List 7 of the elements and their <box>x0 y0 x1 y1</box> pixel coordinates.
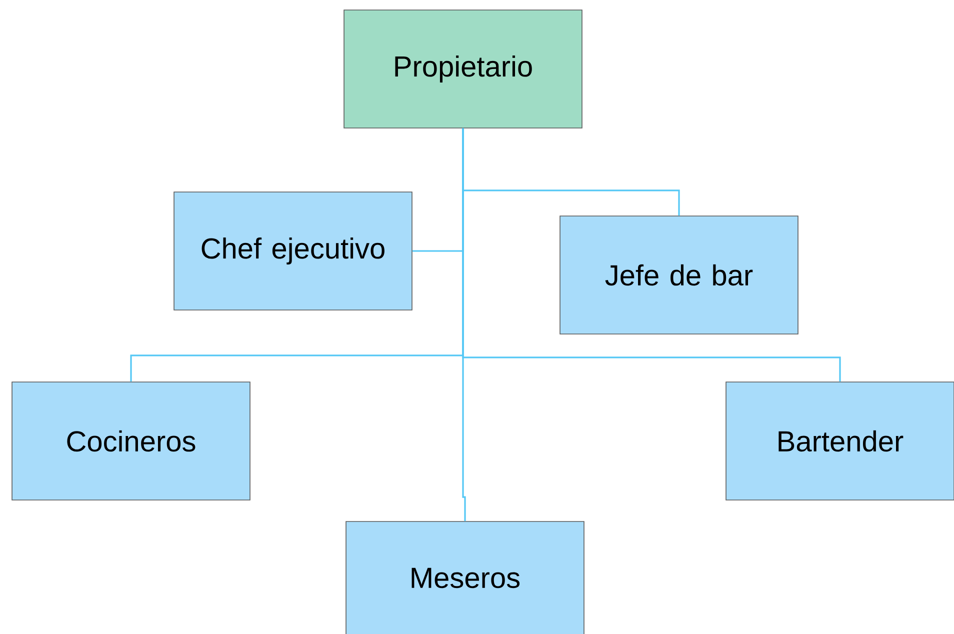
org-box: Meseros <box>346 521 584 634</box>
org-box: Propietario <box>344 10 582 128</box>
org-box: Jefe de bar <box>560 216 798 334</box>
connector-line <box>462 128 466 522</box>
org-box: Bartender <box>726 382 954 500</box>
org-box: Cocineros <box>12 382 250 500</box>
org-box: Chef ejecutivo <box>174 192 412 310</box>
